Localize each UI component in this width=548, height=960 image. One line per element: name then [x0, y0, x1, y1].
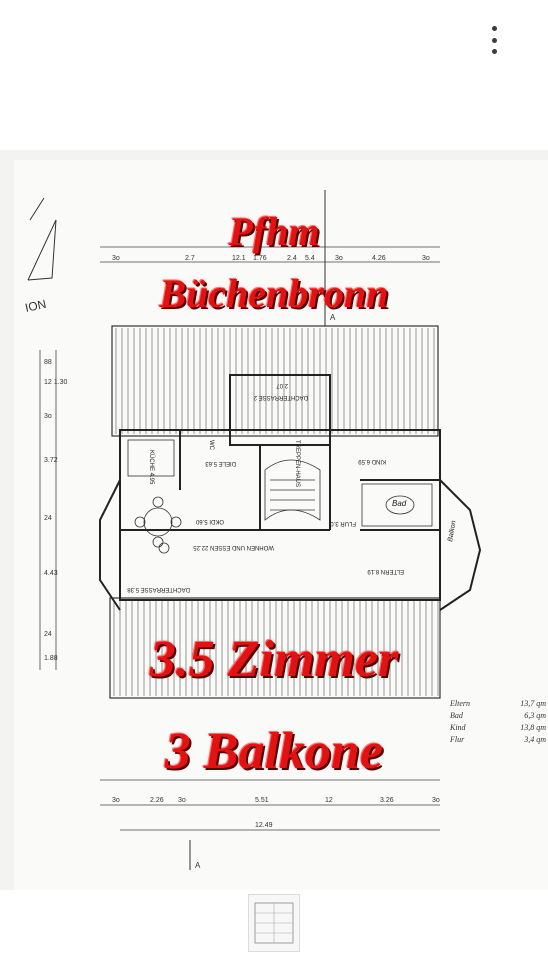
compass-label: ION [24, 297, 48, 315]
svg-text:WOHNEN UND ESSEN 22.25: WOHNEN UND ESSEN 22.25 [193, 544, 274, 550]
overlay-location-line1: Pfhm [228, 209, 320, 254]
svg-text:OKDI 5.60: OKDI 5.60 [195, 518, 224, 524]
svg-text:24: 24 [44, 515, 52, 522]
svg-text:DACHTERRASSE 2: DACHTERRASSE 2 [253, 394, 308, 400]
svg-text:WC: WC [208, 440, 214, 451]
svg-text:KÜCHE 4.95: KÜCHE 4.95 [148, 450, 155, 485]
svg-text:FLUR 3.0: FLUR 3.0 [330, 520, 356, 526]
svg-text:3o: 3o [422, 255, 430, 262]
svg-text:4.43: 4.43 [44, 570, 58, 577]
kebab-vertical-icon[interactable] [480, 24, 508, 56]
svg-text:2.4: 2.4 [287, 255, 297, 262]
overlay-balconies: 3 Balkone [164, 723, 384, 780]
svg-text:Balkon: Balkon [447, 520, 458, 542]
dimensions-left: 88 12 1.30 3o 3.72 24 4.43 24 1.88 [44, 359, 67, 662]
room-labels: DACHTERRASSE 2 2.07 TREPPEN-HAUS KÜCHE 4… [127, 382, 458, 592]
svg-text:24: 24 [44, 631, 52, 638]
svg-text:5.4: 5.4 [305, 255, 315, 262]
svg-text:TREPPEN-HAUS: TREPPEN-HAUS [294, 440, 300, 487]
svg-text:ELTERN 8.19: ELTERN 8.19 [367, 568, 404, 574]
svg-text:1.88: 1.88 [44, 655, 58, 662]
svg-text:88: 88 [44, 359, 52, 366]
svg-text:3o: 3o [178, 797, 186, 804]
svg-text:A: A [330, 313, 336, 322]
thumbnail-strip [0, 890, 548, 960]
overlay-location-line2: Büchenbronn [159, 271, 389, 316]
svg-text:KIND 6.59: KIND 6.59 [358, 458, 386, 464]
top-bar [0, 0, 548, 150]
svg-text:3o: 3o [112, 255, 120, 262]
thumbnail-preview [254, 902, 294, 944]
svg-text:3o: 3o [44, 413, 52, 420]
listing-image[interactable]: ION 3o 2.7 12.1 1.76 2.4 5.4 3o 4.26 3o … [0, 150, 548, 890]
floor-plan-drawing: ION 3o 2.7 12.1 1.76 2.4 5.4 3o 4.26 3o … [0, 150, 548, 890]
svg-text:3o: 3o [335, 255, 343, 262]
svg-text:3o: 3o [112, 797, 120, 804]
svg-text:DACHTERRASSE 5.38: DACHTERRASSE 5.38 [127, 586, 190, 592]
svg-text:12 1.30: 12 1.30 [44, 379, 67, 386]
svg-text:2.26: 2.26 [150, 797, 164, 804]
dimensions-top: 3o 2.7 12.1 1.76 2.4 5.4 3o 4.26 3o [112, 255, 430, 262]
svg-text:12.1: 12.1 [232, 255, 246, 262]
floor-plan-thumbnail[interactable] [248, 894, 300, 952]
svg-text:Bad: Bad [392, 499, 407, 508]
svg-text:2.07: 2.07 [276, 382, 288, 388]
svg-text:12: 12 [325, 797, 333, 804]
svg-text:5.51: 5.51 [255, 797, 269, 804]
svg-text:12.49: 12.49 [255, 822, 273, 829]
svg-text:A: A [195, 861, 201, 870]
svg-text:3o: 3o [432, 797, 440, 804]
svg-text:DIELE 5.63: DIELE 5.63 [205, 460, 236, 466]
svg-text:4.26: 4.26 [372, 255, 386, 262]
svg-text:3.72: 3.72 [44, 457, 58, 464]
overlay-rooms: 3.5 Zimmer [149, 631, 399, 688]
svg-text:1.76: 1.76 [253, 255, 267, 262]
svg-text:2.7: 2.7 [185, 255, 195, 262]
svg-text:3.26: 3.26 [380, 797, 394, 804]
dimensions-bottom: 3o 2.26 3o 5.51 12 3.26 3o 12.49 [112, 797, 440, 829]
